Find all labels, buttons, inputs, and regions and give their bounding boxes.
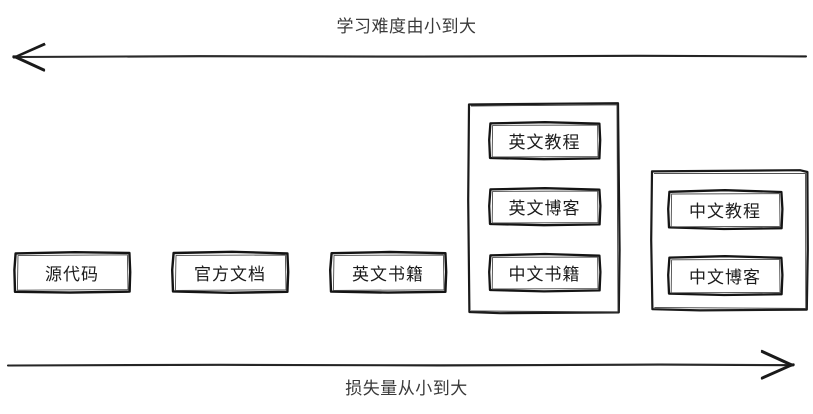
node-official-docs[interactable]: 官方文档 — [172, 252, 288, 292]
node-chinese-books[interactable]: 中文书籍 — [489, 254, 600, 291]
node-label: 官方文档 — [194, 264, 266, 285]
node-label: 英文教程 — [508, 133, 581, 153]
node-chinese-blog[interactable]: 中文博客 — [668, 256, 782, 294]
node-label: 英文博客 — [508, 199, 581, 219]
node-label: 中文博客 — [689, 267, 761, 288]
node-label: 中文书籍 — [508, 265, 581, 285]
top-axis-label: 学习难度由小到大 — [336, 17, 477, 37]
node-label: 英文书籍 — [352, 264, 424, 285]
node-source-code[interactable]: 源代码 — [14, 252, 130, 292]
bottom-axis-label: 损失量从小到大 — [345, 379, 468, 399]
node-chinese-tutorial[interactable]: 中文教程 — [668, 190, 782, 228]
node-english-blog[interactable]: 英文博客 — [489, 188, 600, 225]
node-english-tutorial[interactable]: 英文教程 — [489, 122, 600, 159]
node-label: 中文教程 — [689, 201, 761, 222]
top-axis-arrow — [12, 42, 808, 72]
node-english-books[interactable]: 英文书籍 — [330, 252, 446, 292]
node-label: 源代码 — [45, 264, 99, 285]
